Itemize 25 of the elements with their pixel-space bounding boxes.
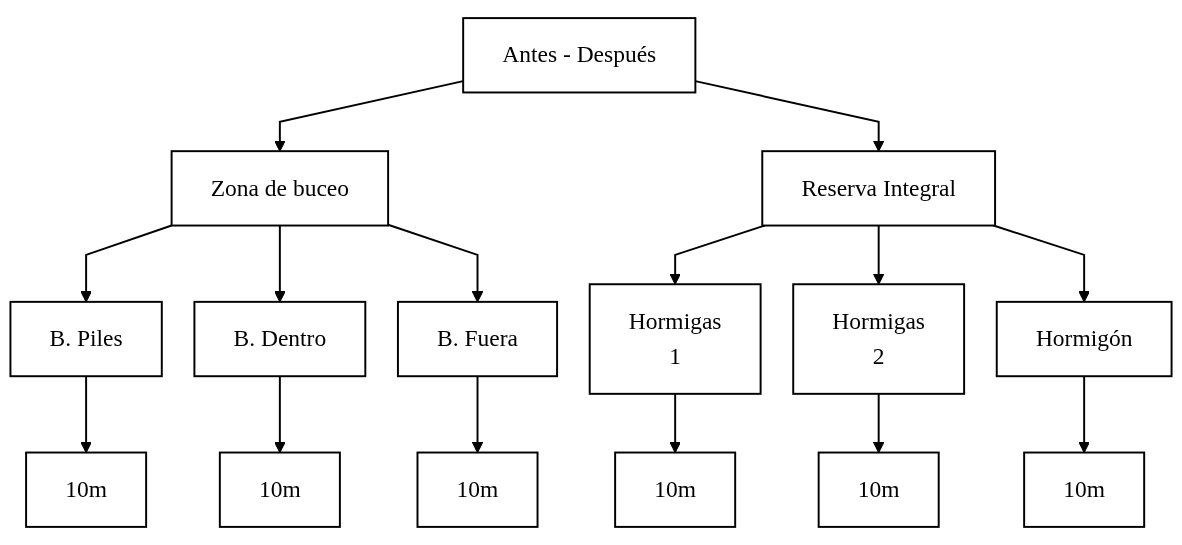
node-box: Zona de buceo: [170, 150, 390, 227]
arrow: [872, 224, 885, 285]
node-box: Antes - Después: [462, 17, 697, 94]
arrow: [669, 392, 681, 454]
arrow: [274, 224, 286, 303]
node-box: Hormigas 2: [792, 283, 966, 395]
node-box: Reserva Integral: [761, 150, 997, 227]
node-box: 10m: [25, 451, 148, 528]
node-box: 10m: [817, 451, 940, 528]
node-box: 10m: [614, 451, 737, 528]
arrow: [1078, 375, 1090, 454]
arrow: [387, 223, 484, 303]
node-box: Hormigas 1: [588, 283, 762, 395]
arrow: [274, 375, 286, 454]
arrow: [872, 392, 885, 454]
arrow: [80, 224, 173, 303]
node-box: 10m: [218, 451, 341, 528]
node-box: B. Dentro: [193, 300, 367, 378]
node-box: B. Piles: [9, 300, 163, 378]
arrow: [471, 375, 484, 454]
node-box: 10m: [416, 451, 539, 528]
node-box: B. Fuera: [396, 300, 559, 378]
arrow: [80, 375, 92, 454]
node-box: 10m: [1023, 451, 1146, 528]
node-box: Hormigón: [995, 300, 1173, 378]
